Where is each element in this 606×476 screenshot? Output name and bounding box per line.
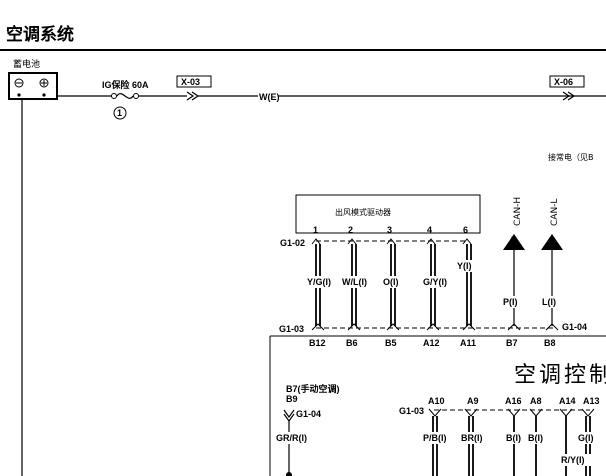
connector-x03-label: X-03 — [181, 77, 200, 87]
wire-label-b2: B(I) — [528, 433, 543, 443]
actuator-pin-3: 3 — [387, 225, 392, 235]
can-h-label: CAN-H — [513, 197, 523, 226]
module-label: 空调控制 — [514, 363, 606, 388]
junction-dot — [286, 472, 292, 476]
svg-text:A10: A10 — [428, 396, 445, 406]
actuator-pin-2: 2 — [348, 225, 353, 235]
g103-top-terminals — [311, 323, 559, 331]
wire-label-gy: G/Y(I) — [423, 277, 447, 287]
actuator-conn-label: G1-02 — [280, 238, 305, 248]
wire-label-br: BR(I) — [461, 433, 483, 443]
note-right: 接常电（见B — [548, 152, 594, 162]
fuse-label: IG保险 60A — [102, 79, 149, 90]
wire-label-y: Y(I) — [457, 261, 472, 271]
can-l-arrow — [541, 234, 563, 250]
pin-b9: B9 — [286, 394, 298, 404]
can-l-label: CAN-L — [550, 199, 560, 226]
g104-lower-terminal — [283, 409, 295, 423]
wire-label-masks — [306, 260, 479, 288]
module-bottom-pins: A10 A9 A16 A8 A14 A13 — [428, 396, 600, 406]
wire-label-mask — [258, 91, 278, 101]
wire-label-ry: R/Y(I) — [561, 455, 585, 465]
wire-label-p: P(I) — [503, 297, 518, 307]
wire-label-pb: P/B(I) — [423, 433, 447, 443]
actuator-label: 出风模式驱动器 — [335, 207, 391, 217]
fuse-symbol — [111, 93, 139, 99]
g102-terminals — [311, 238, 472, 245]
battery-symbol — [8, 72, 58, 100]
diagram-title: 空调系统 — [6, 24, 74, 45]
module-box — [269, 335, 606, 476]
g103-top-label: G1-03 — [279, 324, 304, 334]
g104-lower-label: G1-04 — [296, 409, 321, 419]
wire-label-b1: B(I) — [506, 433, 521, 443]
fuse-number-circle — [113, 106, 127, 120]
can-l-mask — [541, 296, 563, 308]
svg-text:A16: A16 — [505, 396, 522, 406]
wire-label-o: O(I) — [383, 277, 399, 287]
connector-x06-label: X-06 — [554, 77, 573, 87]
svg-text:B8: B8 — [544, 338, 556, 348]
g104-top-label: G1-04 — [562, 322, 587, 332]
wire-label-grr: GR/R(I) — [276, 433, 307, 443]
fuse-number: 1 — [117, 108, 122, 118]
can-h-arrow-large — [503, 234, 525, 250]
svg-text:A8: A8 — [530, 396, 542, 406]
svg-text:A14: A14 — [559, 396, 576, 406]
svg-text:B12: B12 — [309, 338, 326, 348]
actuator-pin-6: 6 — [463, 225, 468, 235]
svg-text:B7: B7 — [506, 338, 518, 348]
actuator-pin-1: 1 — [313, 225, 318, 235]
svg-text:B6: B6 — [346, 338, 358, 348]
svg-text:A13: A13 — [583, 396, 600, 406]
svg-text:A11: A11 — [460, 338, 476, 348]
wire-label-yg: Y/G(I) — [307, 277, 331, 287]
wire-label-l: L(I) — [542, 297, 556, 307]
module-note: B7(手动空调) — [286, 383, 340, 394]
wire-label-wl: W/L(I) — [342, 277, 367, 287]
connector-x06 — [549, 75, 585, 101]
module-top-pins: B12 B6 B5 A12 A11 B7 B8 — [309, 338, 556, 348]
g103-lower-label: G1-03 — [399, 406, 424, 416]
battery-label: 蓄电池 — [13, 58, 40, 70]
lower-wires — [432, 416, 591, 476]
wire-main-label-top: W(E) — [259, 92, 280, 102]
gr-r-mask — [275, 432, 311, 444]
wire-label-g: G(I) — [578, 433, 594, 443]
lower-wire-masks — [422, 432, 597, 466]
svg-text:A12: A12 — [423, 338, 440, 348]
actuator-pin-4: 4 — [427, 225, 432, 235]
svg-text:B5: B5 — [385, 338, 397, 348]
actuator-box — [295, 194, 481, 234]
can-h-mask — [502, 296, 524, 308]
svg-text:A9: A9 — [467, 396, 479, 406]
